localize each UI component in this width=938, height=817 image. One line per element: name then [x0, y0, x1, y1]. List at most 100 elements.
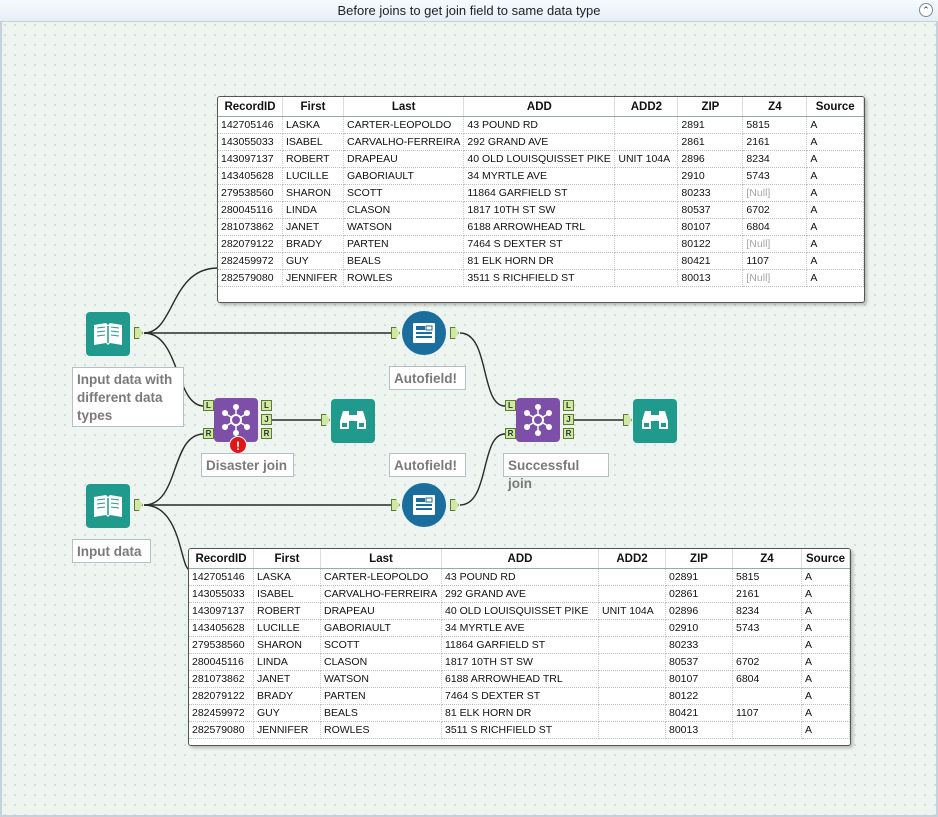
- join-output-anchor-join[interactable]: J: [261, 414, 272, 425]
- col-header[interactable]: First: [253, 549, 321, 569]
- join-tool-disaster[interactable]: [214, 398, 258, 442]
- table-cell: 80107: [665, 670, 733, 688]
- join-output-anchor-right[interactable]: R: [563, 428, 574, 439]
- tool-annotation[interactable]: Input data with different data types: [72, 367, 184, 427]
- table-cell: 6804: [732, 670, 802, 688]
- table-cell: A: [801, 721, 850, 739]
- table-cell: 11864 GARFIELD ST: [441, 636, 599, 654]
- join-input-anchor-right[interactable]: R: [203, 428, 214, 439]
- table-cell: [614, 269, 679, 287]
- table-cell: A: [801, 619, 850, 637]
- browse-results-top[interactable]: RecordID First Last ADD ADD2 ZIP Z4 Sour…: [217, 96, 865, 303]
- table-cell: 40 OLD LOUISQUISSET PIKE: [463, 150, 616, 168]
- browse-results-bottom[interactable]: RecordID First Last ADD ADD2 ZIP Z4 Sour…: [188, 548, 851, 746]
- input-data-tool-2[interactable]: [86, 484, 130, 528]
- table-cell: 80421: [677, 252, 744, 270]
- input-anchor[interactable]: [321, 414, 330, 426]
- tool-annotation[interactable]: Autofield!: [389, 453, 466, 477]
- join-input-anchor-left[interactable]: L: [505, 400, 516, 411]
- output-anchor[interactable]: [450, 499, 459, 511]
- table-cell: 1107: [732, 704, 802, 722]
- output-anchor[interactable]: [450, 327, 459, 339]
- tool-annotation[interactable]: Autofield!: [389, 366, 466, 390]
- table-cell: LINDA: [253, 653, 321, 671]
- join-tool-successful[interactable]: [516, 398, 560, 442]
- binoculars-icon: [633, 399, 677, 443]
- col-header[interactable]: ZIP: [677, 97, 744, 117]
- table-cell: JENNIFER: [282, 269, 344, 287]
- join-output-anchor-left[interactable]: L: [563, 400, 574, 411]
- tool-annotation[interactable]: Disaster join: [201, 453, 294, 477]
- table-cell: [614, 252, 679, 270]
- join-input-anchor-right[interactable]: R: [505, 428, 516, 439]
- tool-annotation[interactable]: Successful join: [503, 453, 609, 491]
- table-cell: 1107: [742, 252, 808, 270]
- col-header[interactable]: Source: [801, 549, 850, 569]
- output-anchor[interactable]: [134, 499, 143, 511]
- table-cell: [598, 585, 666, 603]
- col-header[interactable]: ADD2: [614, 97, 679, 117]
- join-input-anchor-left[interactable]: L: [203, 400, 214, 411]
- input-anchor[interactable]: [391, 327, 400, 339]
- browse-tool-1[interactable]: [331, 399, 375, 443]
- table-cell: ROWLES: [320, 721, 442, 739]
- input-anchor[interactable]: [623, 414, 632, 426]
- table-cell: GABORIAULT: [320, 619, 442, 637]
- col-header[interactable]: ADD: [463, 97, 616, 117]
- autofield-tool-1[interactable]: [402, 311, 446, 355]
- table-cell: CLASON: [343, 201, 465, 219]
- input-anchor[interactable]: [391, 499, 400, 511]
- col-header[interactable]: RecordID: [189, 549, 254, 569]
- tool-annotation[interactable]: Input data: [72, 539, 151, 563]
- browse-tool-2[interactable]: [633, 399, 677, 443]
- output-anchor[interactable]: [134, 327, 143, 339]
- col-header[interactable]: Z4: [742, 97, 808, 117]
- col-header[interactable]: ZIP: [665, 549, 733, 569]
- table-cell: 43 POUND RD: [463, 116, 616, 134]
- col-header[interactable]: Z4: [732, 549, 802, 569]
- autofield-tool-2[interactable]: [402, 483, 446, 527]
- table-cell: PARTEN: [320, 687, 442, 705]
- table-cell: CLASON: [320, 653, 442, 671]
- col-header[interactable]: Last: [343, 97, 465, 117]
- join-output-anchor-join[interactable]: J: [563, 414, 574, 425]
- container-border-right: [936, 22, 938, 817]
- table-header-row: RecordID First Last ADD ADD2 ZIP Z4 Sour…: [218, 97, 864, 117]
- table-cell: 80122: [677, 235, 744, 253]
- col-header[interactable]: ADD2: [598, 549, 666, 569]
- table-cell: BEALS: [320, 704, 442, 722]
- col-header[interactable]: Last: [320, 549, 442, 569]
- col-header[interactable]: Source: [806, 97, 864, 117]
- table-cell: 143097137: [189, 602, 254, 620]
- col-header[interactable]: ADD: [441, 549, 599, 569]
- input-data-tool-1[interactable]: [86, 312, 130, 356]
- table-cell: 34 MYRTLE AVE: [463, 167, 616, 185]
- col-header[interactable]: RecordID: [218, 97, 283, 117]
- container-titlebar[interactable]: Before joins to get join field to same d…: [0, 0, 938, 22]
- join-output-anchor-left[interactable]: L: [261, 400, 272, 411]
- col-header[interactable]: First: [282, 97, 344, 117]
- binoculars-icon: [331, 399, 375, 443]
- chevron-up-icon[interactable]: ⌃: [919, 3, 933, 17]
- join-output-anchor-right[interactable]: R: [261, 428, 272, 439]
